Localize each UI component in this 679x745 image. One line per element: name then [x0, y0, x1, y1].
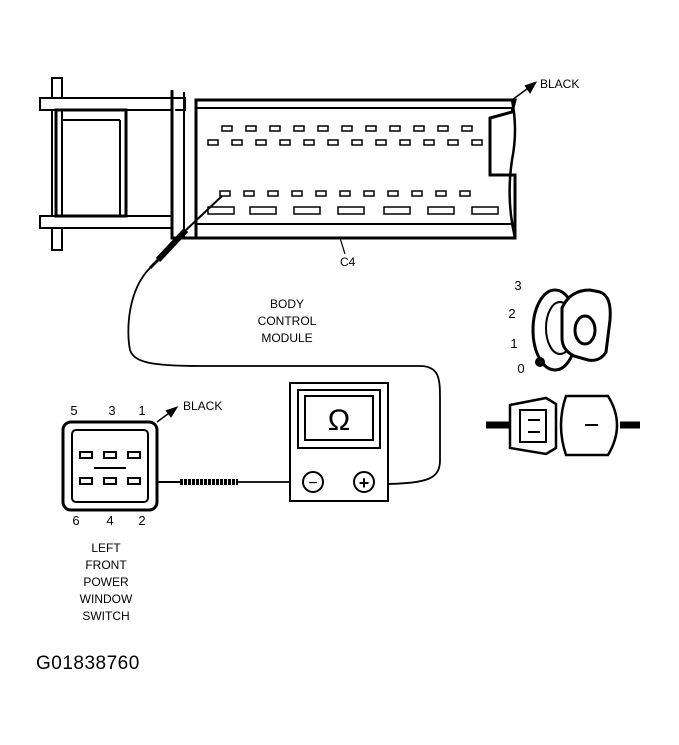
meter-negative-terminal: −: [308, 475, 317, 492]
switch-pin-4: 4: [106, 513, 113, 528]
bcm-terminal-rows: [207, 125, 499, 215]
switch-pin-2: 2: [138, 513, 145, 528]
switch-title-line-5: SWITCH: [82, 609, 129, 623]
ohm-symbol: Ω: [328, 404, 350, 437]
meter-positive-terminal: +: [359, 473, 370, 493]
ignition-position-0: 0: [517, 361, 524, 376]
connector-id-pointer: [339, 237, 346, 255]
bcm-title-line-3: MODULE: [261, 331, 312, 345]
switch-pin-5: 5: [70, 403, 77, 418]
switch-title-line-3: POWER: [83, 575, 129, 589]
switch-title-line-4: WINDOW: [80, 592, 133, 606]
switch-connector: [61, 406, 179, 512]
ignition-position-3: 3: [514, 278, 521, 293]
switch-pin-3: 3: [108, 403, 115, 418]
connector-id-label: C4: [340, 255, 356, 269]
switch-pin-6: 6: [72, 513, 79, 528]
bcm-title-line-2: CONTROL: [258, 314, 317, 328]
switch-pin-1: 1: [138, 403, 145, 418]
switch-title-line-1: LEFT: [91, 541, 121, 555]
bcm-title-line-1: BODY: [270, 297, 304, 311]
figure-code: G01838760: [36, 653, 140, 674]
connector-plug-pair: [486, 394, 640, 457]
ignition-switch: [531, 288, 612, 372]
ohmmeter: [289, 382, 389, 502]
test-leads: [127, 195, 441, 485]
switch-title-line-2: FRONT: [85, 558, 127, 572]
bcm-connector-color-label: BLACK: [540, 77, 579, 91]
ignition-position-1: 1: [510, 336, 517, 351]
ignition-position-2: 2: [508, 306, 515, 321]
switch-connector-color-label: BLACK: [183, 399, 222, 413]
bcm-connector: [39, 77, 538, 251]
